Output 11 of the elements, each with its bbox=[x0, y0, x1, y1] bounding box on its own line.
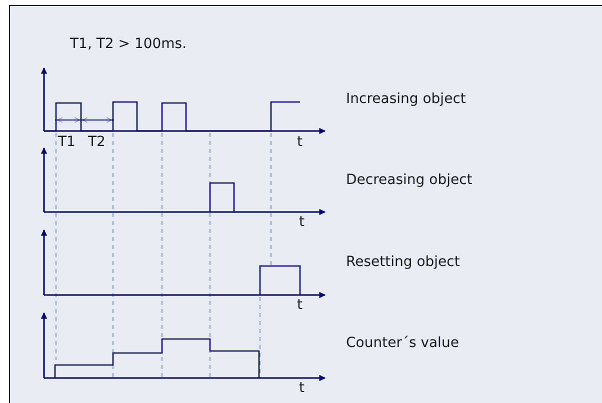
note: T1, T2 > 100ms. bbox=[70, 36, 187, 52]
signal-name: Increasing object bbox=[346, 91, 466, 107]
signal-name: Decreasing object bbox=[346, 172, 472, 188]
signal-name: Resetting object bbox=[346, 254, 460, 270]
interval-label: T2 bbox=[88, 134, 106, 150]
axis-label: t bbox=[299, 380, 304, 396]
axis-label: t bbox=[299, 214, 304, 230]
interval-label: T1 bbox=[58, 134, 76, 150]
axis-label: t bbox=[297, 297, 302, 313]
signal-name: Counter´s value bbox=[346, 335, 459, 351]
axis-label: t bbox=[297, 134, 302, 150]
